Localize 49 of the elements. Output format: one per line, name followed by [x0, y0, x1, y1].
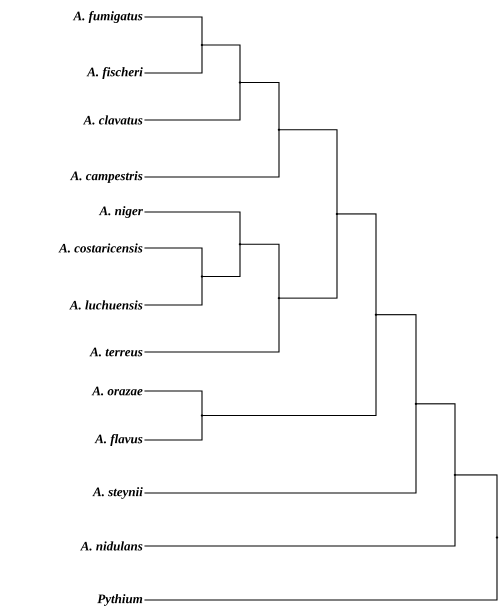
- species-label: A. flavus: [94, 434, 142, 446]
- tree-branch: [144, 211, 241, 245]
- tree-branch: [201, 44, 241, 84]
- tree-branch: [454, 474, 498, 538]
- tree-branch: [144, 403, 417, 494]
- species-label: A. terreus: [89, 348, 142, 356]
- branch-point: [200, 414, 204, 417]
- branch-point: [200, 44, 204, 46]
- tree-branch: [144, 247, 203, 278]
- tree-branch: [278, 213, 338, 299]
- tree-branch: [144, 474, 456, 547]
- branch-point: [336, 212, 338, 216]
- species-label: A. campestris: [70, 171, 142, 183]
- tree-branch: [144, 16, 203, 46]
- tree-branch: [144, 44, 203, 74]
- branch-point: [238, 81, 242, 84]
- tree-branch: [415, 403, 456, 476]
- tree-branch: [144, 414, 203, 441]
- branch-point: [374, 314, 378, 316]
- species-label: A. orazae: [92, 386, 142, 396]
- species-label: Pythium: [97, 594, 142, 606]
- species-label: A. fumigatus: [72, 11, 142, 23]
- tree-branch: [201, 244, 241, 278]
- branch-point: [238, 243, 242, 246]
- species-label: A. clavatus: [82, 115, 142, 125]
- tree-branch: [144, 276, 203, 306]
- branch-point: [496, 536, 498, 539]
- tree-branch: [239, 244, 280, 299]
- species-label: A. luchuensis: [69, 300, 142, 310]
- branch-point: [278, 128, 280, 131]
- branch-point: [454, 474, 456, 476]
- tree-branch: [278, 129, 338, 214]
- tree-branch: [375, 314, 417, 404]
- species-label: A. niger: [98, 206, 143, 218]
- tree-branch: [144, 298, 280, 353]
- branch-point: [414, 402, 418, 406]
- branch-point: [200, 275, 204, 278]
- branch-point: [278, 296, 280, 300]
- tree-branch: [144, 82, 241, 121]
- tree-branch: [144, 536, 498, 601]
- tree-branch: [144, 390, 203, 416]
- tree-branch: [201, 314, 377, 416]
- species-label: A. nidulans: [80, 541, 142, 551]
- tree-branch: [239, 82, 280, 130]
- species-label: A. costaricensis: [58, 243, 142, 253]
- tree-branch: [336, 213, 377, 316]
- tree-branch: [144, 129, 280, 178]
- species-label: A. steynii: [92, 487, 143, 499]
- species-label: A. fischeri: [86, 67, 143, 79]
